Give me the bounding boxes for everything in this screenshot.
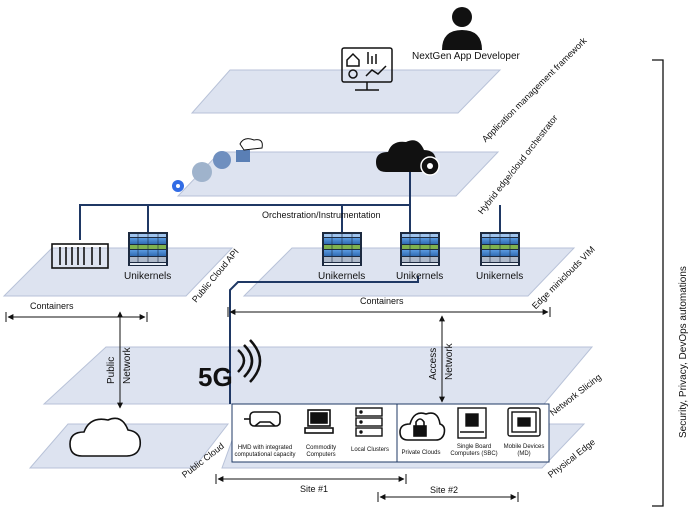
unikernels-label: Unikernels [396,271,444,282]
developer-person-icon [442,7,482,50]
device-label-mobile: Mobile Devices (MD) [503,444,545,457]
site1-label: Site #1 [300,484,329,494]
device-label-private-clouds: Private Clouds [401,450,441,456]
containers-label-left: Containers [30,301,74,311]
plane-app-mgmt [190,69,502,114]
public-network-label-2: Network [122,347,133,384]
public-cloud-icon [69,417,142,457]
cloud-gear-icon [376,140,440,176]
public-network-label-1: Public [106,356,117,384]
unikernels-label: Unikernels [318,271,366,282]
unikernel-stack [127,231,169,267]
unikernel-stack [399,231,441,267]
unikernels-label: Unikernels [124,271,172,282]
unikernel-stack [321,231,363,267]
device-label-clusters: Local Clusters [350,447,389,453]
device-label-sbc: Single Board Computers (SBC) [450,444,498,457]
site2-label: Site #2 [430,485,459,495]
sbc-board-icon [457,407,487,439]
unikernels-label: Unikernels [476,271,524,282]
computer-icon [304,409,334,434]
dashboard-monitor-icon [341,47,393,91]
private-cloud-icon [399,412,446,441]
device-label-computers: Commodity Computers [305,445,337,458]
vr-headset-icon [244,411,281,427]
mobile-device-icon [507,407,541,437]
container-icon [51,243,109,269]
access-network-label-2: Network [444,343,455,380]
side-bracket [652,59,664,507]
developer-label: NextGen App Developer [412,51,520,62]
devices-frame [231,403,550,463]
unikernel-stack [479,231,521,267]
orchestration-label: Orchestration/Instrumentation [262,210,381,220]
device-label-hmd: HMD with integrated computational capaci… [234,445,296,458]
signal-waves-icon [237,339,262,383]
orchestration-tool-logos [172,138,263,192]
security-automations-label: Security, Privacy, DevOps automations [678,266,689,438]
containers-label-right: Containers [360,296,404,306]
plane-public-cloud-api [2,247,234,297]
access-network-label-1: Access [428,347,439,380]
fiveg-label: 5G [198,362,233,392]
server-rack-icon [355,407,383,437]
